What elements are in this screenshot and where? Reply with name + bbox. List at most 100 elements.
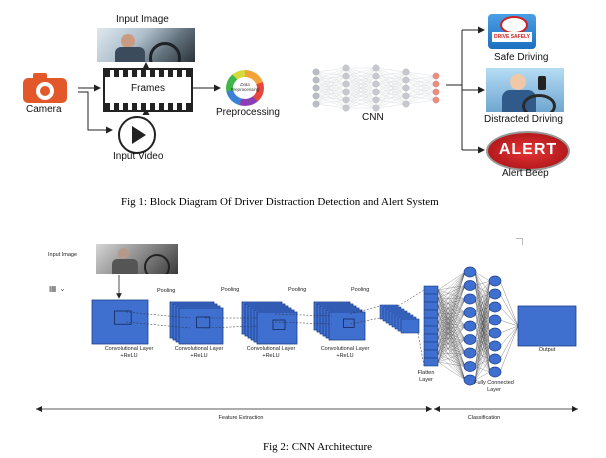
flatten-cell: [423, 285, 439, 295]
cnn-node: [402, 76, 410, 84]
flatten-cell: [423, 293, 439, 303]
flatten-cell: [423, 341, 439, 351]
cnn-node: [432, 88, 440, 96]
fc-edge: [437, 297, 466, 300]
fc-edge: [437, 271, 466, 315]
pooling-label-3: Pooling: [288, 287, 307, 293]
fc-edge: [437, 271, 466, 339]
arrowhead-right-2: [572, 406, 578, 412]
fc-neuron: [488, 340, 502, 352]
fc-edge: [437, 285, 466, 299]
fc-edge: [437, 271, 466, 299]
cnn-edge: [315, 67, 347, 73]
cnn-node: [342, 88, 350, 96]
conv-feature-map: [256, 311, 298, 345]
fc-neuron: [463, 361, 477, 372]
fc-neuron: [488, 288, 502, 300]
conv-label-1: Convolutional Layer +ReLU: [104, 346, 154, 359]
fc-neuron: [488, 353, 502, 365]
cnn-node: [312, 68, 320, 76]
flatten-cell: [423, 317, 439, 327]
fig2-input-image-label: Input Image: [48, 252, 78, 258]
cnn-edge: [345, 75, 377, 109]
fc-edge: [437, 271, 466, 363]
fc-edge: [474, 280, 491, 381]
cnn-edge: [315, 67, 347, 89]
cnn-edge: [405, 75, 437, 81]
arrowhead-right: [426, 406, 432, 412]
projection-line: [349, 317, 381, 325]
fc-edge: [474, 280, 491, 354]
cnn-edge: [315, 67, 347, 105]
fc-edge: [474, 271, 491, 308]
cnn-node: [312, 100, 320, 108]
cnn-edge: [345, 67, 377, 93]
cnn-edge: [405, 75, 437, 97]
projection-line: [397, 289, 425, 307]
fc-edge: [437, 271, 466, 323]
cnn-node: [342, 72, 350, 80]
fc-edge: [437, 271, 466, 291]
fc-edge: [474, 280, 491, 327]
cnn-edge: [375, 71, 407, 101]
fc-edge: [499, 325, 519, 373]
fc-edge: [474, 312, 491, 347]
flatten-cell: [423, 325, 439, 335]
cnn-node: [372, 64, 380, 72]
cnn-edge: [315, 67, 347, 97]
pooling-label-2: Pooling: [221, 287, 240, 293]
data-preprocessing-icon: Data Preprocessing: [222, 70, 268, 106]
projection-line: [274, 313, 333, 317]
fc-edge: [437, 285, 466, 291]
flatten-cell: [423, 301, 439, 311]
projection-line: [349, 305, 381, 315]
layout-menu-icon[interactable]: ▦ ⌄: [49, 284, 66, 293]
cnn-node: [342, 64, 350, 72]
fc-edge: [437, 271, 466, 307]
fc-neuron: [463, 347, 477, 359]
fc-edge: [437, 353, 466, 381]
fc-edge: [437, 298, 466, 347]
cnn-edge: [345, 67, 377, 101]
fc-edge: [474, 280, 491, 300]
input-video-label: Input Video: [113, 151, 164, 162]
fc-edge: [499, 293, 519, 327]
fc-neuron: [488, 301, 502, 313]
fc-neuron: [463, 334, 477, 345]
fc-edge: [474, 298, 491, 334]
fc-edge: [437, 285, 466, 355]
fc-edge: [474, 285, 491, 321]
pooled-map: [400, 318, 420, 334]
fc-edge: [437, 285, 466, 331]
fc-edge: [474, 325, 491, 360]
fc-edge: [437, 312, 466, 347]
arrow-camera-video: [78, 91, 113, 134]
fc-edge: [474, 332, 491, 381]
cnn-edge: [345, 91, 377, 109]
fc-edge: [437, 339, 466, 363]
conv-feature-map: [328, 311, 366, 341]
output-box: [517, 305, 577, 347]
fc-edge: [474, 339, 491, 373]
cnn-label: CNN: [362, 112, 384, 123]
cnn-edge: [345, 67, 377, 77]
cnn-edge: [375, 71, 407, 93]
fc-edge: [474, 371, 491, 381]
fc-edge: [437, 298, 466, 339]
flatten-cell: [423, 309, 439, 319]
preprocessing-icon-text: Data Preprocessing: [230, 82, 260, 92]
preprocessing-label: Preprocessing: [216, 107, 280, 118]
cnn-edge: [405, 75, 437, 89]
fc-edge: [474, 271, 491, 282]
cnn-node: [372, 96, 380, 104]
fc-edge: [437, 312, 466, 363]
cnn-node: [402, 100, 410, 108]
frames-box: Frames: [103, 68, 193, 112]
input-image-photo: [97, 28, 195, 62]
fc-edge: [437, 285, 466, 347]
fc-edge: [437, 352, 466, 363]
cnn-node: [372, 88, 380, 96]
fc-neuron: [463, 293, 477, 305]
cnn-edge: [405, 91, 437, 105]
fig2-caption: Fig 2: CNN Architecture: [263, 441, 373, 453]
